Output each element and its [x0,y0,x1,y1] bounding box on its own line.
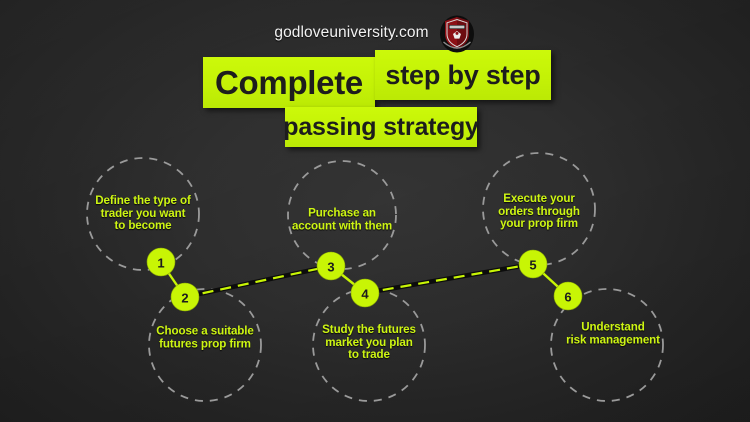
step-text-4: Study the futures market you plan to tra… [322,323,416,362]
step-node-4[interactable] [350,278,380,308]
step-text-5: Execute your orders through your prop fi… [498,192,580,231]
bubble-outlines [86,152,664,402]
step-node-1[interactable] [146,247,176,277]
page-title: Complete step by step passing strategy [0,50,750,150]
step-nodes [146,247,583,312]
step-node-6[interactable] [553,281,583,311]
step-bubble-outline-5 [482,152,596,266]
step-node-3[interactable] [316,251,346,281]
step-bubble-outline-3 [287,160,397,270]
connector-2-to-3 [184,264,332,299]
shield-crest-icon [439,15,474,53]
step-bubble-outline-4 [312,288,426,402]
step-bubble-outline-2 [148,288,262,402]
brand-row: godloveuniversity.com [0,13,750,53]
title-line-2: step by step [375,50,551,100]
step-text-2: Choose a suitable futures prop firm [156,324,254,350]
step-bubble-outline-6 [550,288,664,402]
step-node-5[interactable] [518,249,548,279]
connector-4-to-5 [364,262,534,295]
step-text-6: Understand risk management [566,320,660,346]
step-text-3: Purchase an account with them [291,206,393,232]
step-bubble-outline-1 [86,157,200,271]
step-node-2[interactable] [170,282,200,312]
title-line-1: Complete [203,57,375,108]
step-text-1: Define the type of trader you want to be… [95,194,191,233]
title-line-3: passing strategy [283,107,479,147]
site-url-text: godloveuniversity.com [274,24,429,41]
